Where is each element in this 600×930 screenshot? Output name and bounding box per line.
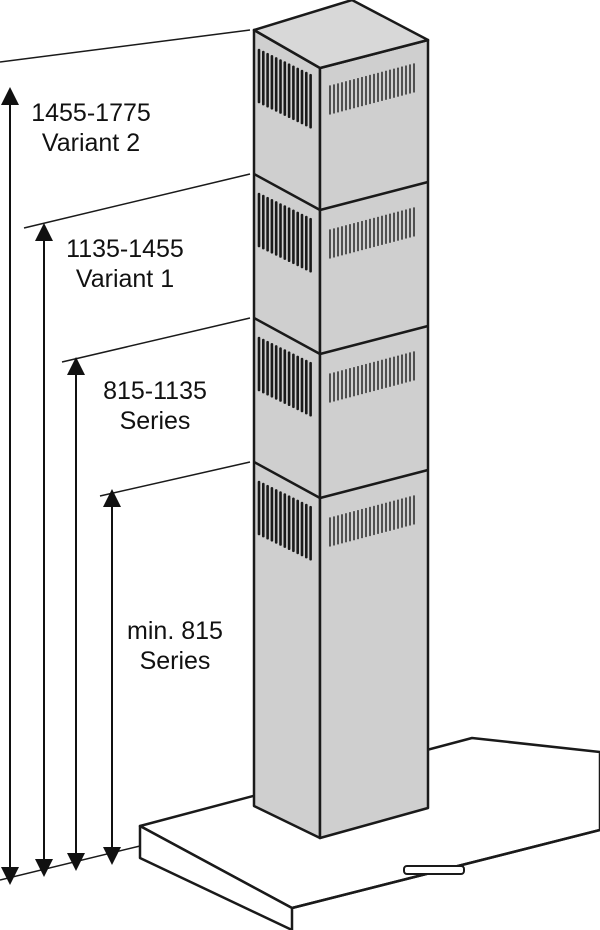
dim-caption: Series xyxy=(139,647,211,675)
vent-slots xyxy=(257,48,415,561)
dim-label-min: min. 815 Series xyxy=(100,616,250,676)
dim-range: 1135-1455 xyxy=(66,235,184,263)
dim-label-variant-2: 1455-1775 Variant 2 xyxy=(22,98,160,158)
control-strip xyxy=(403,865,465,875)
dim-range: 1455-1775 xyxy=(31,99,151,127)
chimney-right-face xyxy=(318,38,430,840)
segment-joint-line xyxy=(253,172,429,212)
chimney-left-face xyxy=(252,28,322,840)
segment-joint-line xyxy=(253,460,429,500)
dim-label-variant-1: 1135-1455 Variant 1 xyxy=(56,234,194,294)
hood-front xyxy=(138,824,294,930)
segment-joint-line xyxy=(253,316,429,356)
chimney xyxy=(252,0,430,840)
dim-caption: Variant 1 xyxy=(75,265,175,293)
dim-caption: Series xyxy=(119,407,191,435)
segment-joints xyxy=(253,172,429,500)
dim-caption: Variant 2 xyxy=(41,129,141,157)
dimension-arrows xyxy=(1,87,121,885)
chimney-top xyxy=(252,0,430,70)
dim-label-series: 815-1135 Series xyxy=(86,376,224,436)
dim-range: min. 815 xyxy=(127,617,223,645)
dim-range: 815-1135 xyxy=(103,377,207,405)
